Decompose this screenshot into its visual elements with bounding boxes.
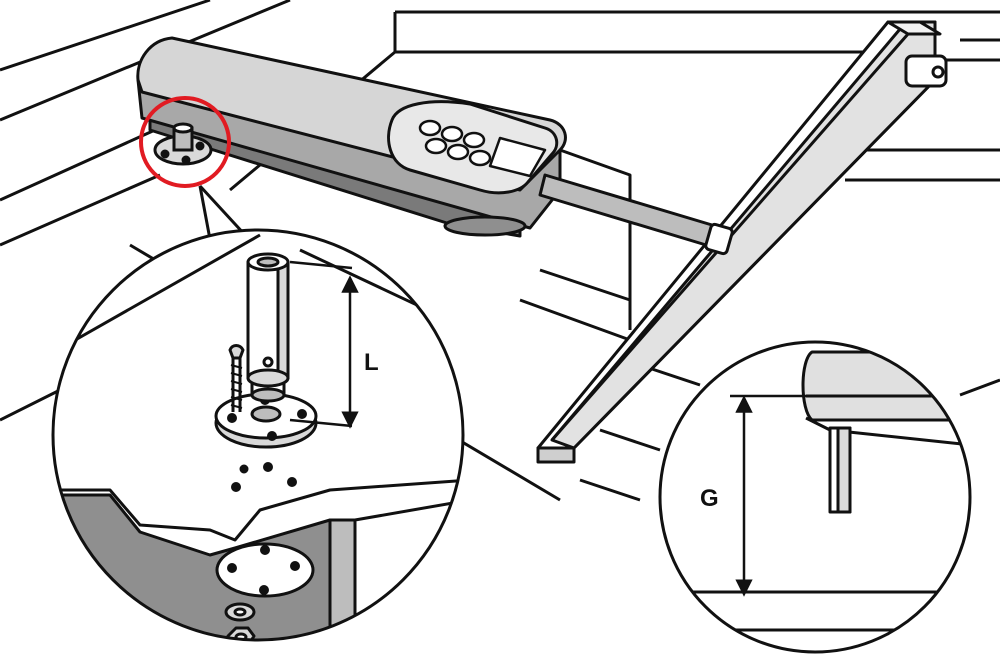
base-mount	[153, 122, 213, 166]
control-unit	[136, 36, 734, 256]
actuator-arm	[536, 20, 948, 464]
mounting-pin	[214, 252, 318, 449]
zoom-detail-left: L	[51, 228, 465, 642]
gap-label: G	[700, 485, 719, 512]
lcd-display	[488, 136, 547, 178]
dimension-l	[289, 260, 359, 429]
keypad-buttons	[418, 119, 492, 167]
red-circle-icon	[139, 96, 231, 188]
pin-length-label: L	[364, 349, 379, 376]
zoom-detail-right: G	[658, 340, 972, 654]
dimension-g	[730, 394, 806, 597]
